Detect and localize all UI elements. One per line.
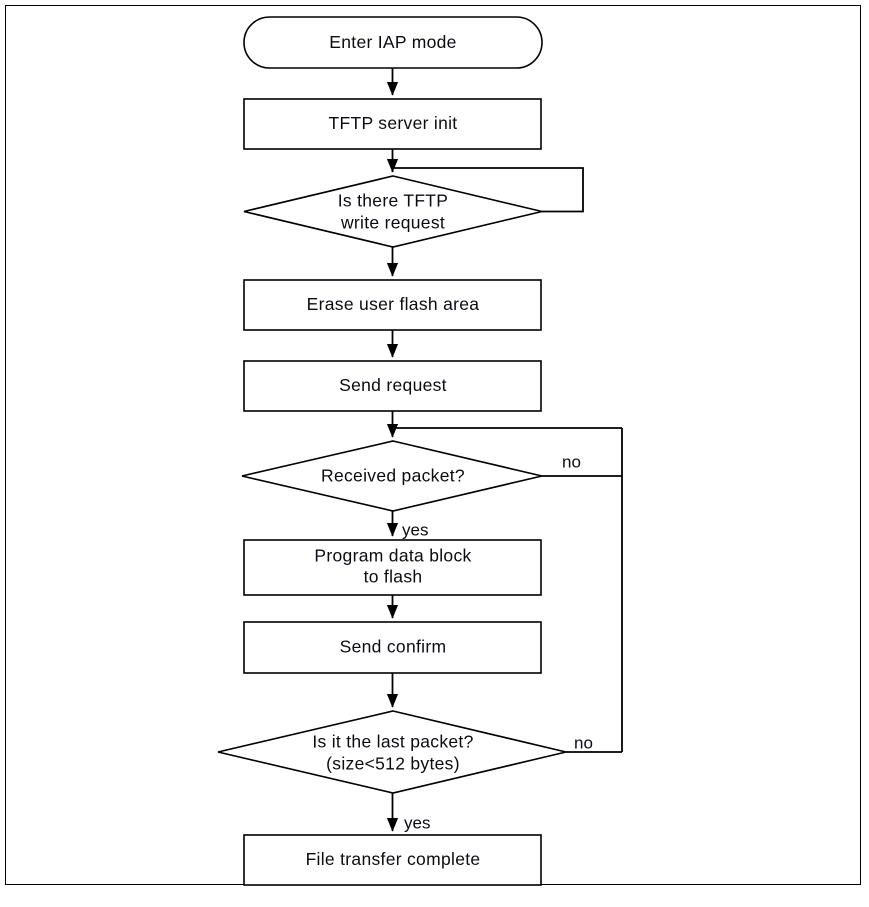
program-flash-process-shape	[243, 539, 542, 596]
node-start[interactable]: Enter IAP mode	[243, 16, 543, 69]
tftp-init-label: TFTP server init	[329, 113, 458, 133]
send-confirm-label: Send confirm	[340, 637, 447, 657]
node-send-confirm[interactable]: Send confirm	[243, 621, 542, 674]
node-tftp-init[interactable]: TFTP server init	[243, 98, 542, 150]
edge-labels-layer: no yes no yes	[402, 452, 593, 832]
program-flash-label-line2: to flash	[364, 567, 423, 587]
edge-label-last-packet-yes: yes	[404, 813, 430, 832]
last-packet-label-line1: Is it the last packet?	[312, 732, 473, 752]
tftp-init-process-shape	[243, 98, 542, 150]
edge-label-received-packet-yes: yes	[402, 520, 428, 539]
node-erase-flash[interactable]: Erase user flash area	[243, 279, 542, 331]
edge-write-request-loopback	[392, 167, 584, 213]
edge-label-last-packet-no: no	[574, 733, 593, 752]
node-send-request[interactable]: Send request	[243, 360, 542, 412]
erase-flash-process-shape	[243, 279, 542, 331]
start-label: Enter IAP mode	[329, 32, 456, 52]
transfer-complete-label: File transfer complete	[306, 849, 481, 869]
erase-flash-label: Erase user flash area	[307, 294, 480, 314]
edge-label-received-packet-no: no	[562, 452, 581, 471]
node-received-packet[interactable]: Received packet?	[241, 440, 543, 512]
write-request-decision-shape	[243, 175, 543, 248]
node-program-flash[interactable]: Program data block to flash	[243, 539, 542, 596]
program-flash-label-line1: Program data block	[314, 546, 471, 566]
write-request-label-line2: write request	[340, 213, 445, 233]
node-transfer-complete[interactable]: File transfer complete	[243, 834, 542, 886]
start-terminator-shape	[243, 16, 543, 69]
last-packet-label-line2: (size<512 bytes)	[326, 754, 460, 774]
connectors-layer	[386, 68, 623, 832]
write-request-label-line1: Is there TFTP	[338, 191, 449, 211]
received-packet-decision-shape	[241, 440, 543, 512]
node-last-packet[interactable]: Is it the last packet? (size<512 bytes)	[217, 710, 567, 794]
received-packet-label: Received packet?	[321, 466, 465, 486]
send-confirm-process-shape	[243, 621, 542, 674]
send-request-label: Send request	[339, 375, 447, 395]
node-write-request[interactable]: Is there TFTP write request	[243, 175, 543, 248]
send-request-process-shape	[243, 360, 542, 412]
last-packet-decision-shape	[217, 710, 567, 794]
transfer-complete-process-shape	[243, 834, 542, 886]
